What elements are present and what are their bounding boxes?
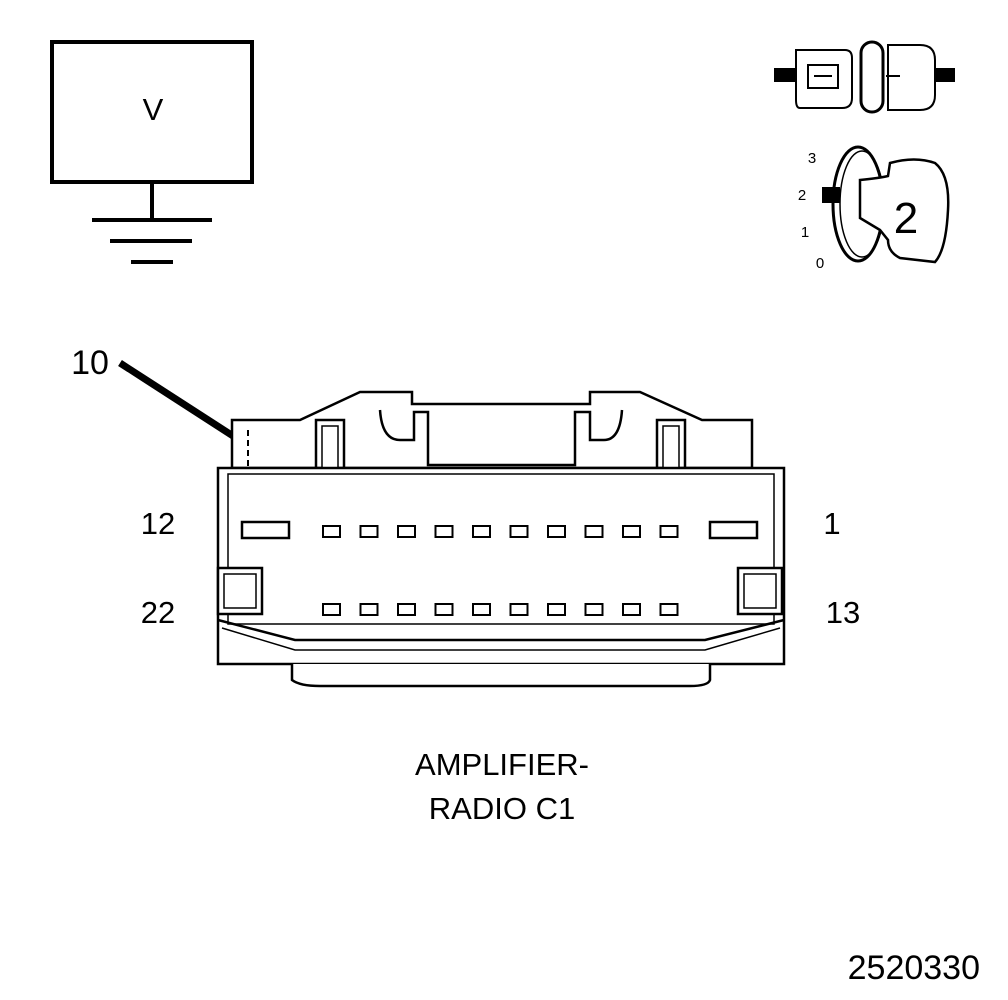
top-pin-cavity-2 — [359, 525, 379, 538]
bottom-pin-cavity-6 — [509, 603, 529, 616]
slot-right — [708, 520, 759, 540]
voltmeter-label: V — [143, 92, 164, 127]
pin-label-22: 22 — [141, 595, 175, 630]
connector-name-line1: AMPLIFIER- — [415, 747, 589, 782]
ignition-position-3: 3 — [808, 150, 816, 167]
top-pin-cavity-3 — [397, 525, 416, 538]
bottom-pin-cavity-7 — [547, 603, 566, 616]
slot-left — [240, 520, 291, 540]
pin-label-1: 1 — [823, 506, 840, 541]
bottom-pin-cavity-4 — [434, 603, 454, 616]
ignition-key-number: 2 — [894, 194, 918, 243]
voltmeter-icon: V — [50, 40, 254, 264]
pointer-label: 10 — [71, 344, 109, 382]
top-pin-cavity-5 — [472, 525, 491, 538]
bottom-pin-cavity-1 — [322, 603, 341, 616]
connector-disconnected-icon — [774, 40, 955, 114]
pin-row-top — [322, 525, 679, 538]
bottom-pin-cavity-9 — [622, 603, 641, 616]
pin-label-13: 13 — [826, 595, 860, 630]
ignition-key-icon: 3 2 1 0 2 — [798, 145, 950, 272]
bottom-pin-cavity-8 — [584, 603, 604, 616]
pin-row-bottom — [322, 603, 679, 616]
bottom-pin-cavity-2 — [359, 603, 379, 616]
ignition-position-2: 2 — [798, 187, 806, 204]
bottom-pin-cavity-5 — [472, 603, 491, 616]
figure-id: 2520330 — [848, 949, 980, 987]
top-pin-cavity-7 — [547, 525, 566, 538]
top-pin-cavity-6 — [509, 525, 529, 538]
top-pin-cavity-4 — [434, 525, 454, 538]
connector-name-line2: RADIO C1 — [429, 791, 575, 826]
top-pin-cavity-8 — [584, 525, 604, 538]
bottom-pin-cavity-3 — [397, 603, 416, 616]
amplifier-radio-connector: 12 1 22 13 — [141, 390, 860, 688]
pin-label-12: 12 — [141, 506, 175, 541]
top-pin-cavity-1 — [322, 525, 341, 538]
top-pin-cavity-9 — [622, 525, 641, 538]
top-pin-cavity-10 — [659, 525, 679, 538]
ignition-position-1: 1 — [801, 224, 809, 241]
ignition-position-0: 0 — [816, 255, 824, 272]
bottom-pin-cavity-10 — [659, 603, 679, 616]
voltmeter-box — [50, 40, 254, 184]
